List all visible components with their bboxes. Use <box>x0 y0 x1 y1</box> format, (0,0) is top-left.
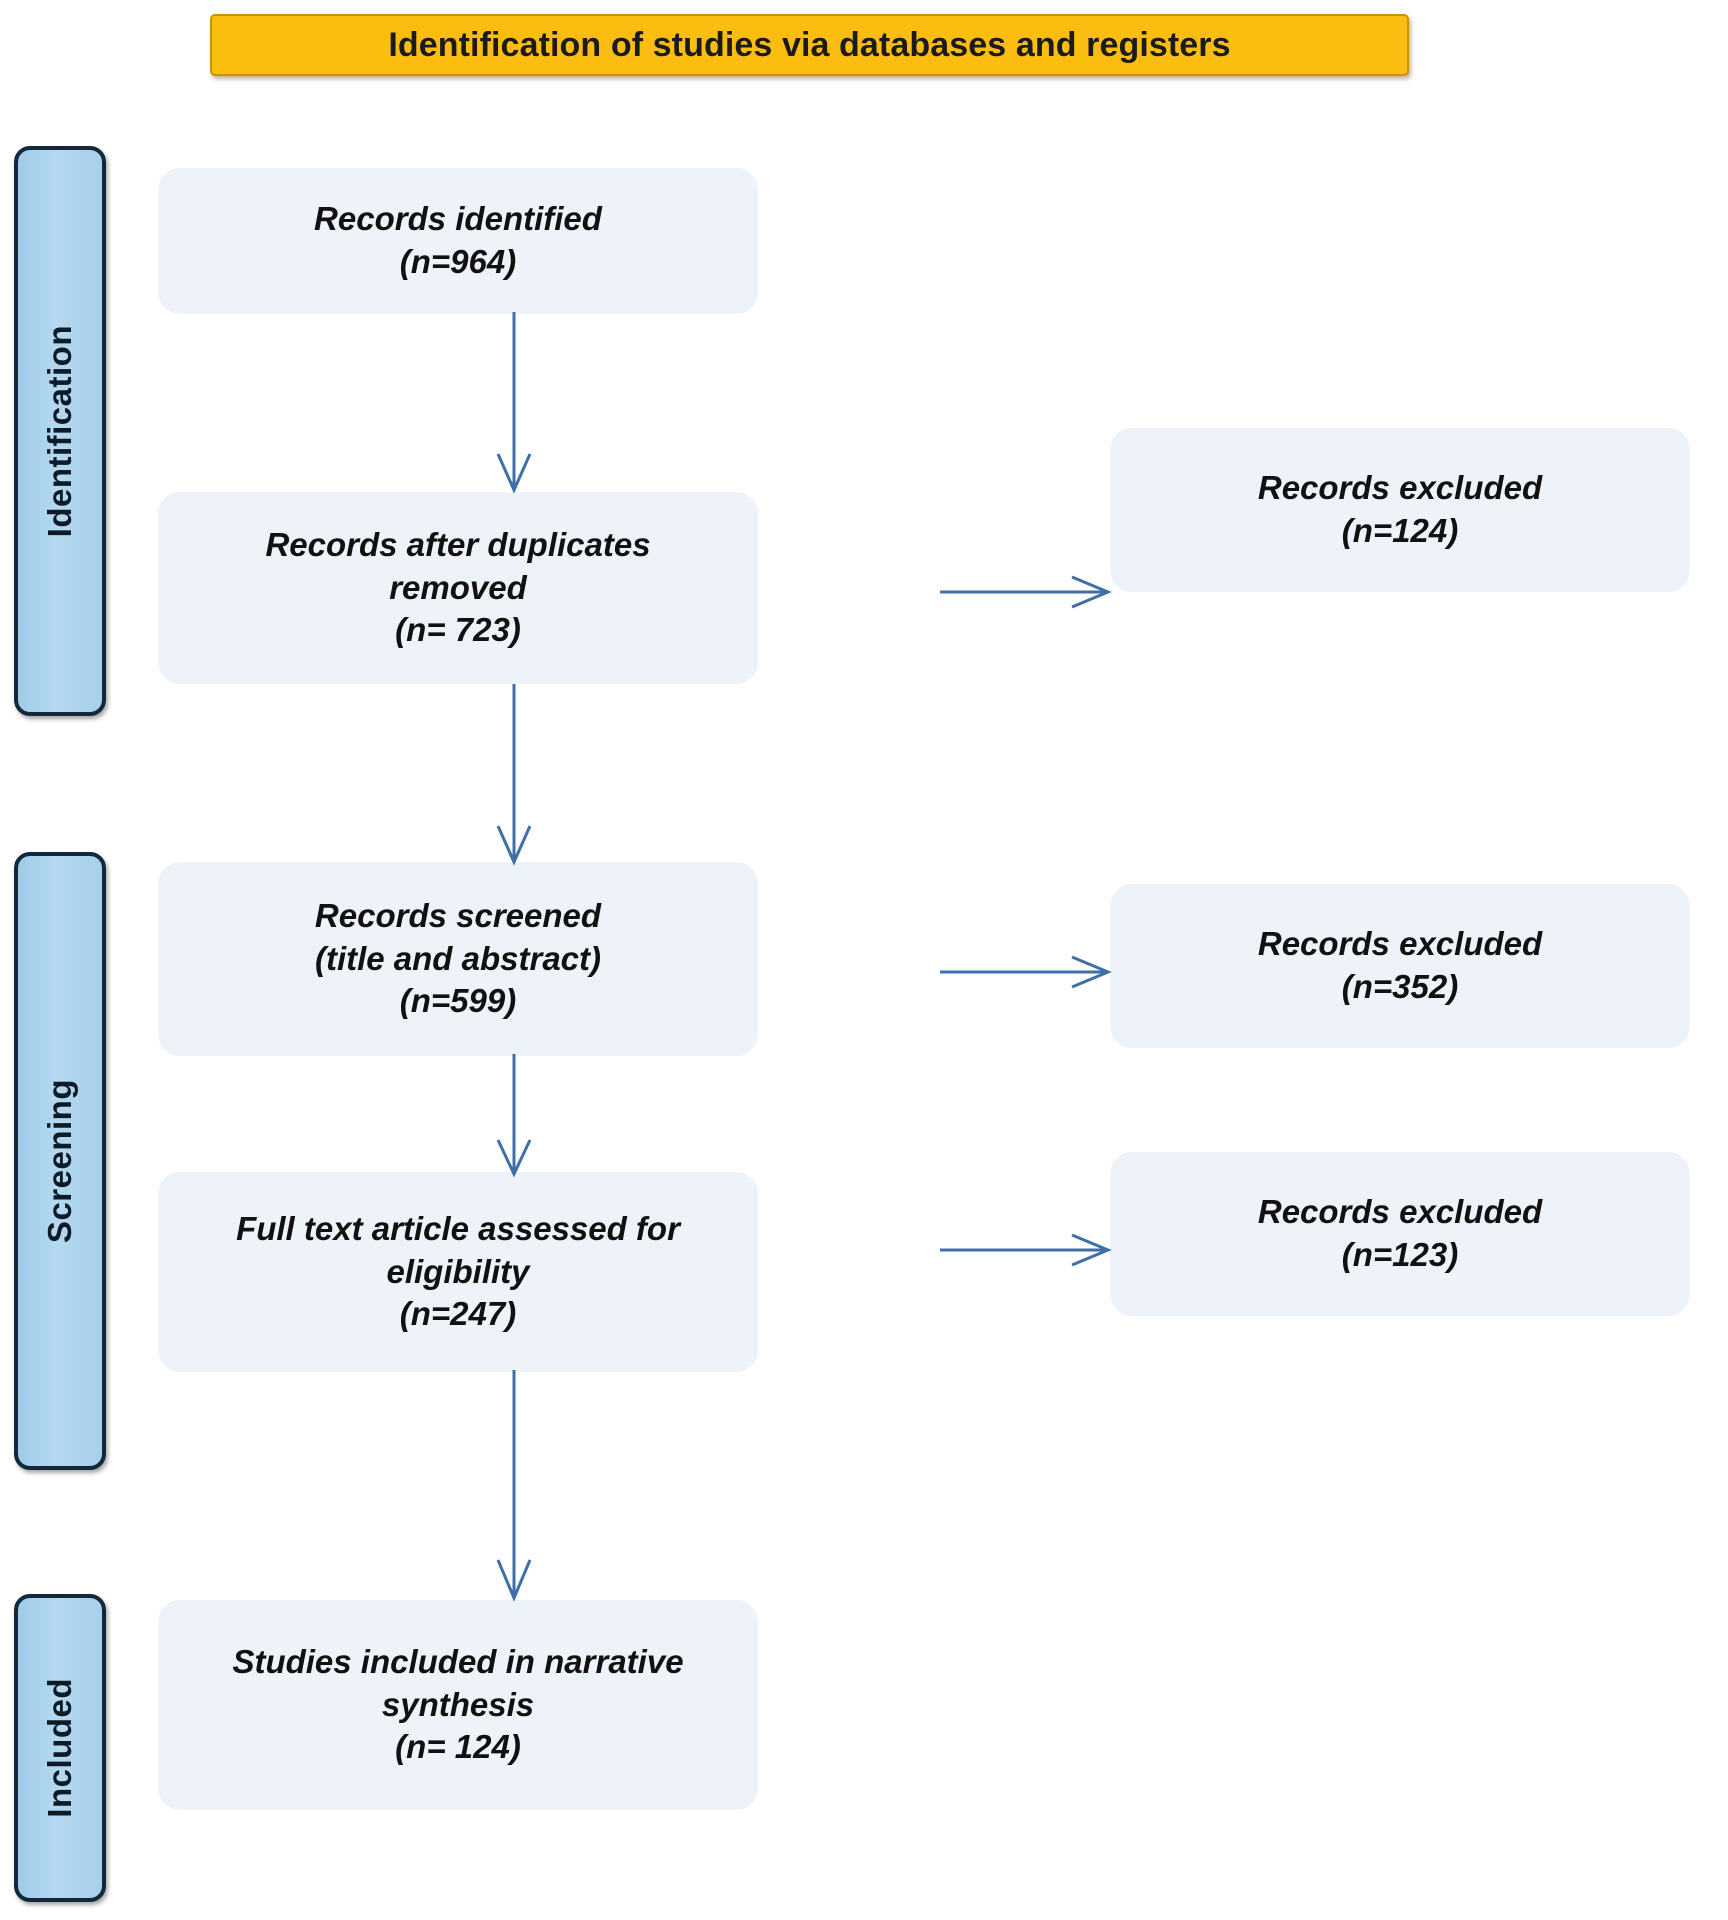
arrow-right-fulltext-to-excluded-3 <box>940 1230 1112 1270</box>
node-records-excluded-2-count: (n=352) <box>1341 968 1459 1005</box>
phase-label-included: Included <box>14 1594 106 1902</box>
node-records-screened-count: (n=599) <box>399 982 517 1020</box>
node-records-screened-line1: Records screened <box>314 896 602 934</box>
phase-label-included-text: Included <box>41 1678 78 1818</box>
node-records-identified: Records identified (n=964) <box>158 168 758 314</box>
node-records-after-duplicates-removed-line2: removed <box>389 568 527 606</box>
node-full-text-assessed-count: (n=247) <box>399 1295 517 1333</box>
node-studies-included: Studies included in narrative synthesis … <box>158 1600 758 1810</box>
node-records-screened-line2: (title and abstract) <box>314 939 602 977</box>
node-records-excluded-1-line1: Records excluded <box>1257 469 1543 507</box>
arrow-down-screened-to-fulltext <box>492 1054 536 1178</box>
arrow-right-duplicates-to-excluded-1 <box>940 572 1112 612</box>
node-records-identified-line1: Records identified <box>314 200 602 238</box>
node-records-excluded-1-count: (n=124) <box>1341 512 1459 549</box>
diagram-header-banner: Identification of studies via databases … <box>210 14 1409 76</box>
node-studies-included-count: (n= 124) <box>395 1728 521 1766</box>
arrow-down-fulltext-to-included <box>492 1370 536 1602</box>
node-full-text-assessed: Full text article assessed for eligibili… <box>158 1172 758 1372</box>
node-records-excluded-3-line1: Records excluded <box>1257 1193 1543 1231</box>
phase-label-screening-text: Screening <box>41 1078 78 1244</box>
page-title: Identification of studies via databases … <box>388 25 1231 64</box>
node-records-excluded-3-count: (n=123) <box>1341 1236 1459 1273</box>
node-records-after-duplicates-removed-count: (n= 723) <box>395 611 521 649</box>
phase-label-screening: Screening <box>14 852 106 1470</box>
node-records-excluded-2: Records excluded (n=352) <box>1110 884 1690 1048</box>
node-full-text-assessed-line2: eligibility <box>386 1252 530 1290</box>
arrow-down-identified-to-duplicates <box>492 312 536 494</box>
node-full-text-assessed-line1: Full text article assessed for <box>236 1209 680 1247</box>
arrow-right-screened-to-excluded-2 <box>940 952 1112 992</box>
arrow-down-duplicates-to-screened <box>492 684 536 866</box>
node-records-excluded-3: Records excluded (n=123) <box>1110 1152 1690 1316</box>
node-studies-included-line1: Studies included in narrative <box>232 1642 684 1680</box>
node-studies-included-line2: synthesis <box>381 1685 535 1723</box>
node-records-screened: Records screened (title and abstract) (n… <box>158 862 758 1056</box>
phase-label-identification: Identification <box>14 146 106 716</box>
node-records-after-duplicates-removed-line1: Records after duplicates <box>265 525 651 563</box>
node-records-excluded-1: Records excluded (n=124) <box>1110 428 1690 592</box>
node-records-excluded-2-line1: Records excluded <box>1257 925 1543 963</box>
node-records-after-duplicates-removed: Records after duplicates removed (n= 723… <box>158 492 758 684</box>
node-records-identified-count: (n=964) <box>399 243 517 280</box>
phase-label-identification-text: Identification <box>41 324 78 538</box>
